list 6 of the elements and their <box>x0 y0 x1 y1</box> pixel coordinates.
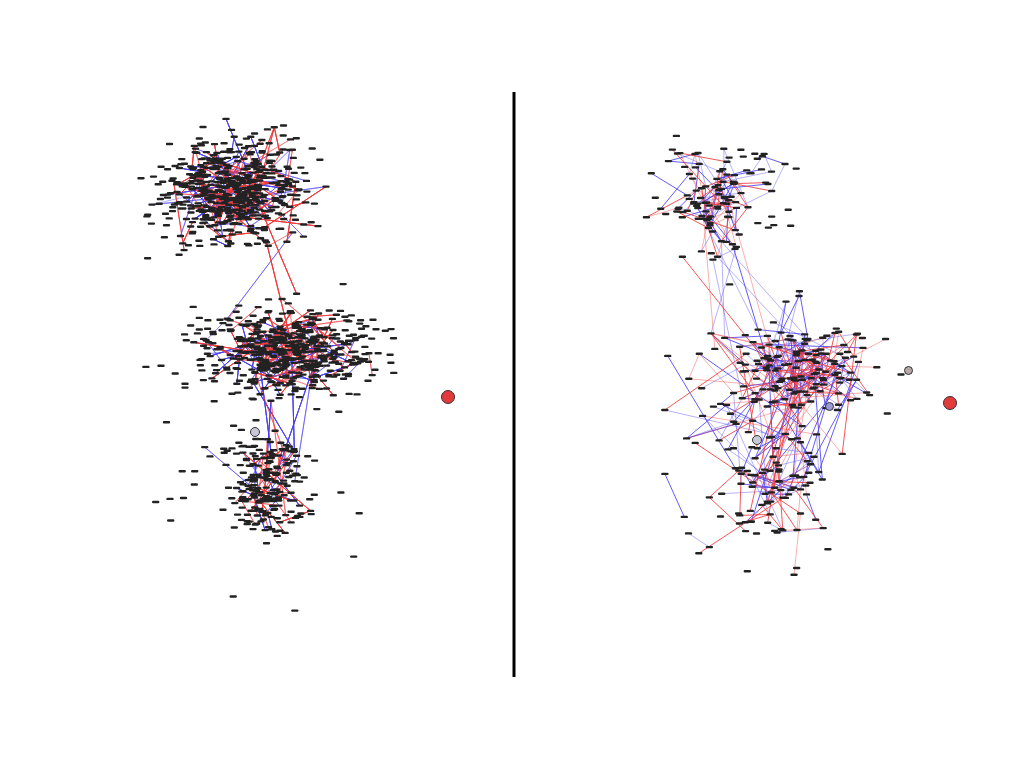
highlighted-node <box>752 435 762 445</box>
highlighted-node <box>441 390 455 404</box>
highlighted-node <box>903 365 913 375</box>
highlighted-node <box>250 427 260 437</box>
highlighted-node <box>824 401 834 411</box>
highlighted-node <box>943 396 957 410</box>
